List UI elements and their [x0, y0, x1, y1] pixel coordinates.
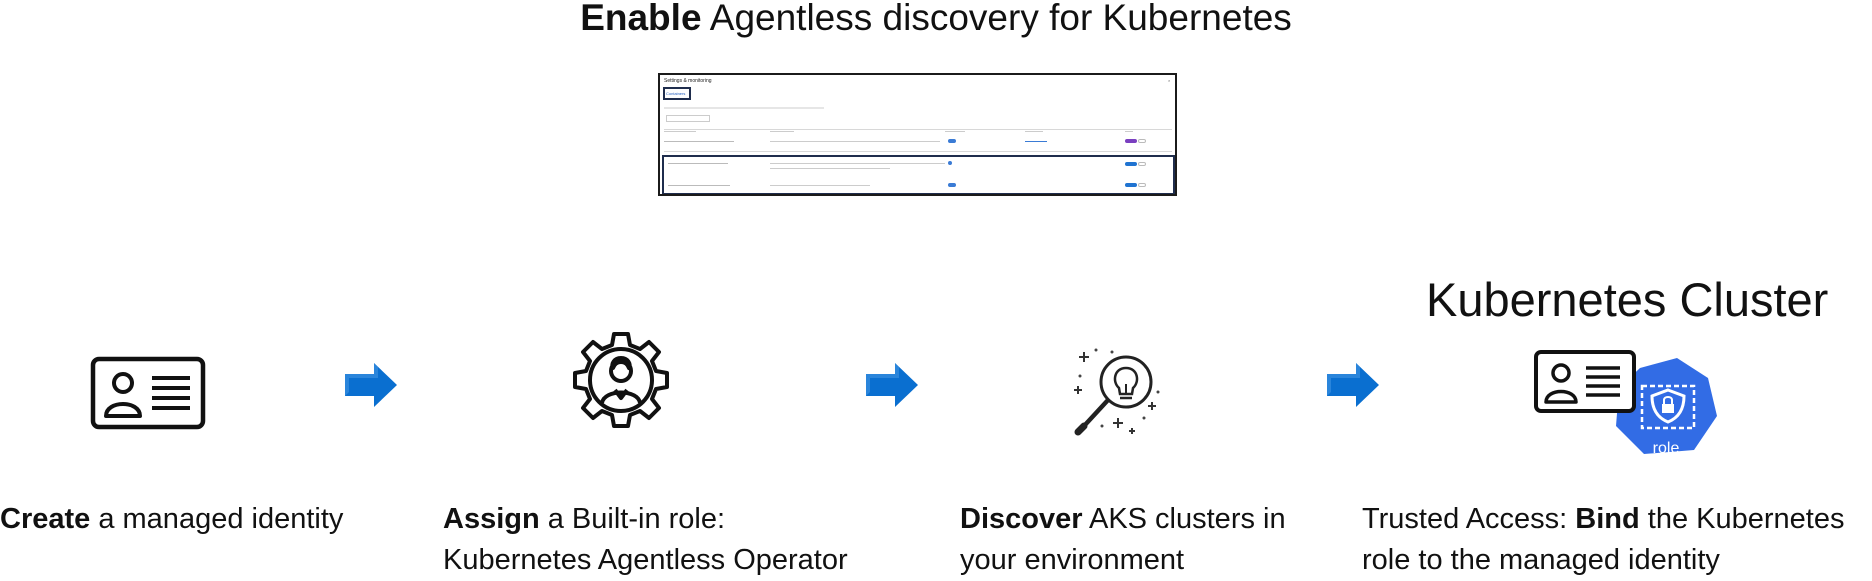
- toggle-on: [1125, 139, 1137, 143]
- status-icons: [948, 183, 956, 187]
- tab-highlight: [663, 87, 691, 100]
- step-1-caption: Create a managed identity: [0, 499, 343, 540]
- filter-box: [666, 115, 710, 122]
- step-4-text: the Kubernetes: [1639, 503, 1845, 535]
- table-header-line: [664, 129, 1172, 130]
- step-4-pre: Trusted Access:: [1362, 503, 1576, 535]
- cluster-title: Kubernetes Cluster: [1426, 273, 1829, 326]
- step-2-bold: Assign: [443, 503, 540, 535]
- header-cell: [1125, 131, 1133, 132]
- step-1-text: a managed identity: [90, 503, 344, 535]
- title-bold: Enable: [580, 0, 702, 38]
- toggle-off: [1138, 183, 1146, 187]
- gear-person-icon: [573, 332, 669, 428]
- step-4-caption: Trusted Access: Bind the Kubernetes role…: [1362, 499, 1844, 581]
- settings-tab: Containers: [666, 91, 686, 96]
- settings-heading: Settings & monitoring: [664, 78, 712, 84]
- row-cell: [770, 185, 870, 186]
- header-cell: [770, 131, 794, 132]
- status-icons: [948, 139, 956, 143]
- header-cell: [664, 131, 696, 132]
- row-cell: [770, 168, 890, 169]
- step-2-line2: Kubernetes Agentless Operator: [443, 544, 848, 576]
- step-2-caption: Assign a Built-in role: Kubernetes Agent…: [443, 499, 848, 581]
- row-cell: [770, 141, 940, 142]
- step-1-bold: Create: [0, 503, 91, 535]
- kubernetes-role-icon: [1534, 350, 1717, 454]
- row-cell: [668, 185, 730, 186]
- step-3-text: AKS clusters in: [1082, 503, 1286, 535]
- arrow-right-icon: [866, 363, 918, 407]
- step-2-text: a Built-in role:: [539, 503, 726, 535]
- toggle-off: [1138, 162, 1146, 166]
- step-3-line2: your environment: [960, 544, 1185, 576]
- toggle-on: [1125, 183, 1137, 187]
- step-3-bold: Discover: [960, 503, 1083, 535]
- row-cell: [664, 141, 734, 142]
- header-cell: [1025, 131, 1043, 132]
- header-cell: [945, 131, 965, 132]
- arrow-right-icon: [1327, 363, 1379, 407]
- placeholder-line: [664, 107, 824, 109]
- id-card-icon: [90, 356, 206, 430]
- row-highlight: [662, 155, 1175, 194]
- toggle-off: [1138, 139, 1146, 143]
- magnifier-lightbulb-icon: [1074, 348, 1160, 436]
- settings-screenshot: Settings & monitoring × Containers: [658, 73, 1177, 196]
- step-4-line2: role to the managed identity: [1362, 544, 1720, 576]
- role-badge-label: role: [1652, 440, 1680, 457]
- row-cell: [770, 163, 945, 164]
- diagram-title: Enable Agentless discovery for Kubernete…: [0, 0, 1872, 38]
- row-cell: [668, 163, 728, 164]
- title-rest: Agentless discovery for Kubernetes: [701, 0, 1292, 38]
- row-divider: [664, 151, 1172, 152]
- toggle-on: [1125, 162, 1137, 166]
- step-4-bold: Bind: [1575, 503, 1640, 535]
- status-icons: [948, 161, 952, 165]
- close-icon: ×: [1168, 78, 1171, 83]
- arrow-right-icon: [345, 363, 397, 407]
- step-3-caption: Discover AKS clusters in your environmen…: [960, 499, 1286, 581]
- config-link: [1025, 141, 1047, 142]
